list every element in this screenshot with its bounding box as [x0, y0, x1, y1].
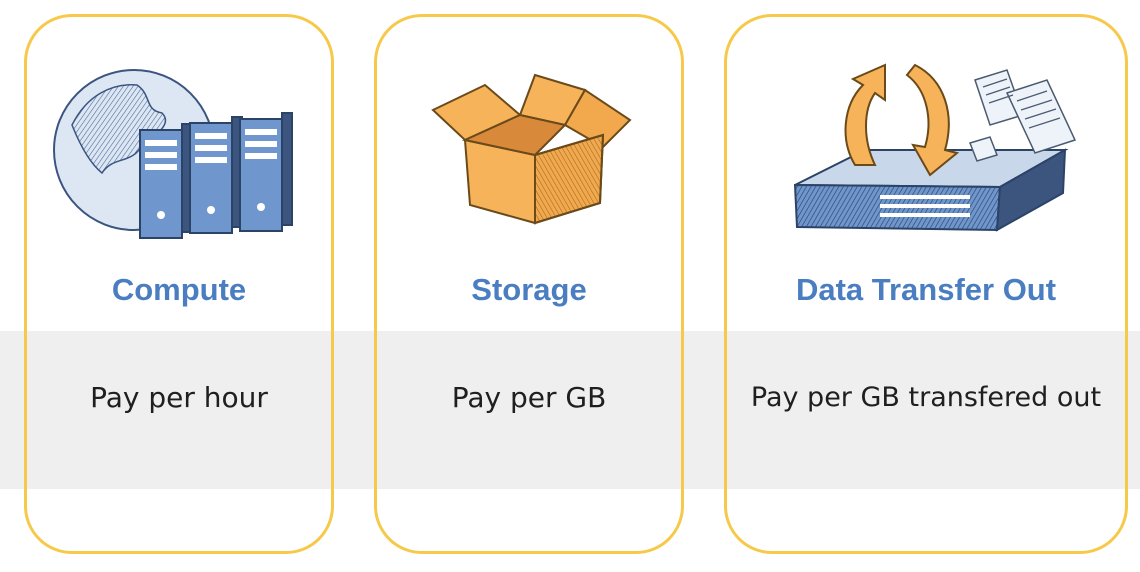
storage-description: Pay per GB	[451, 381, 607, 414]
cardboard-box-icon	[431, 73, 632, 225]
data-transfer-title: Data Transfer Out	[795, 272, 1057, 307]
compute-title: Compute	[111, 272, 247, 307]
data-transfer-card	[724, 14, 1128, 554]
storage-title: Storage	[471, 272, 587, 307]
globe-servers-icon	[53, 69, 293, 239]
storage-card	[374, 14, 684, 554]
compute-description: Pay per hour	[90, 381, 268, 414]
data-transfer-appliance-icon	[793, 63, 1077, 232]
compute-card	[24, 14, 334, 554]
data-transfer-description: Pay per GB transfered out	[750, 382, 1102, 413]
description-band	[0, 331, 1140, 489]
